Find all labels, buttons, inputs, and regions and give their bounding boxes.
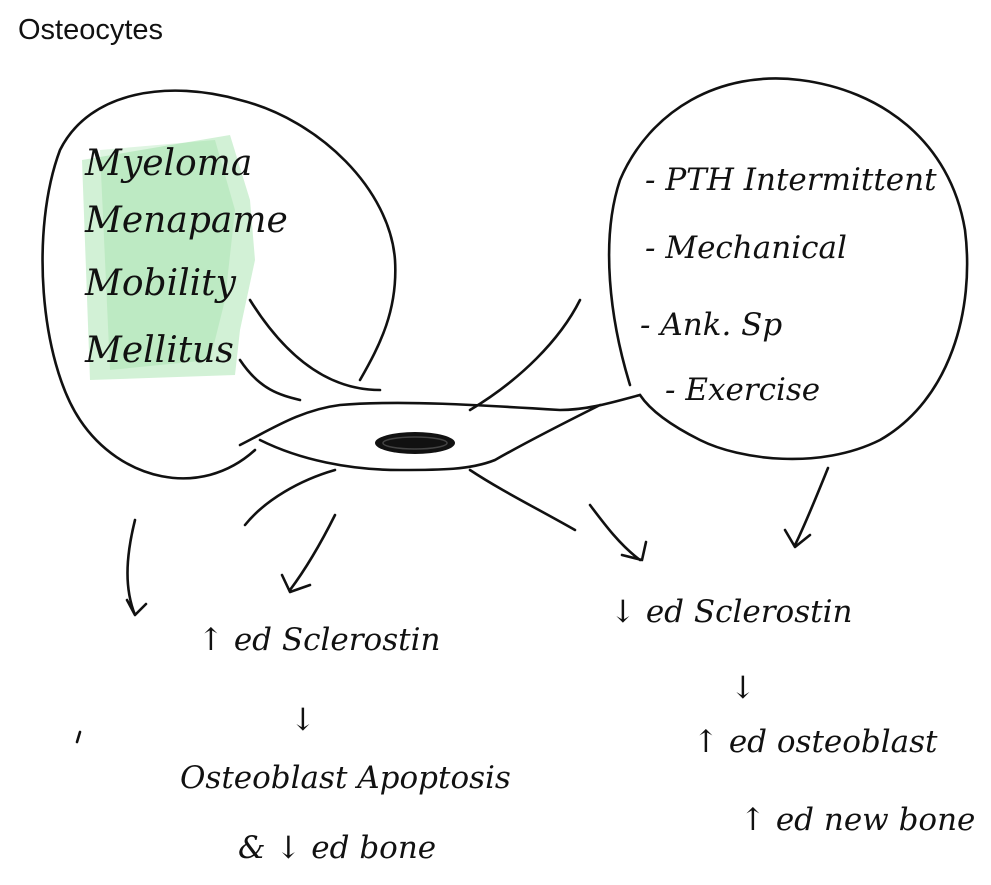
outcome-line: ↑ ed Sclerostin [198,622,440,658]
right-bubble-list: - PTH Intermittent - Mechanical - Ank. S… [640,162,937,408]
highlight-marker [82,135,255,380]
arrow-right-inner [588,503,648,562]
nucleus [375,432,455,454]
arrow-right-outer [783,466,830,549]
cell-process-lower-left [243,468,337,527]
outcome-line: ↓ ed Sclerostin [610,594,852,630]
outcome-arrow: ↓ [730,670,756,706]
left-bubble-outline [41,89,397,480]
list-item: - Ank. Sp [640,307,782,343]
arrow-left-inner [280,513,337,594]
outcome-arrow: ↓ [290,702,316,738]
outcome-line: ↑ ed new bone [740,802,975,838]
outcome-line: ↑ ed osteoblast [693,724,938,760]
cell-body-outline [238,393,642,472]
outcome-line: Osteoblast Apoptosis [180,760,511,796]
tick-mark [75,730,82,744]
left-bubble-list: Myeloma Menapame Mobility Mellitus [84,143,288,371]
right-bubble-outline [607,77,969,461]
list-item: - PTH Intermittent [645,162,937,198]
left-outcome: ↑ ed Sclerostin ↓ Osteoblast Apoptosis &… [180,622,511,866]
list-item: - Exercise [665,372,820,408]
right-outcome: ↓ ed Sclerostin ↓ ↑ ed osteoblast ↑ ed n… [610,594,975,838]
list-item: Mellitus [84,330,234,371]
list-item: Menapame [84,200,288,241]
outcome-line: & ↓ ed bone [238,830,436,866]
list-item: Myeloma [84,143,252,184]
cell-process-lower-right [468,468,577,532]
page-title: Osteocytes [18,14,164,46]
arrow-left-outer [125,518,148,617]
cell-process-upper [468,298,582,412]
list-item: Mobility [84,263,237,304]
list-item: - Mechanical [645,230,847,266]
